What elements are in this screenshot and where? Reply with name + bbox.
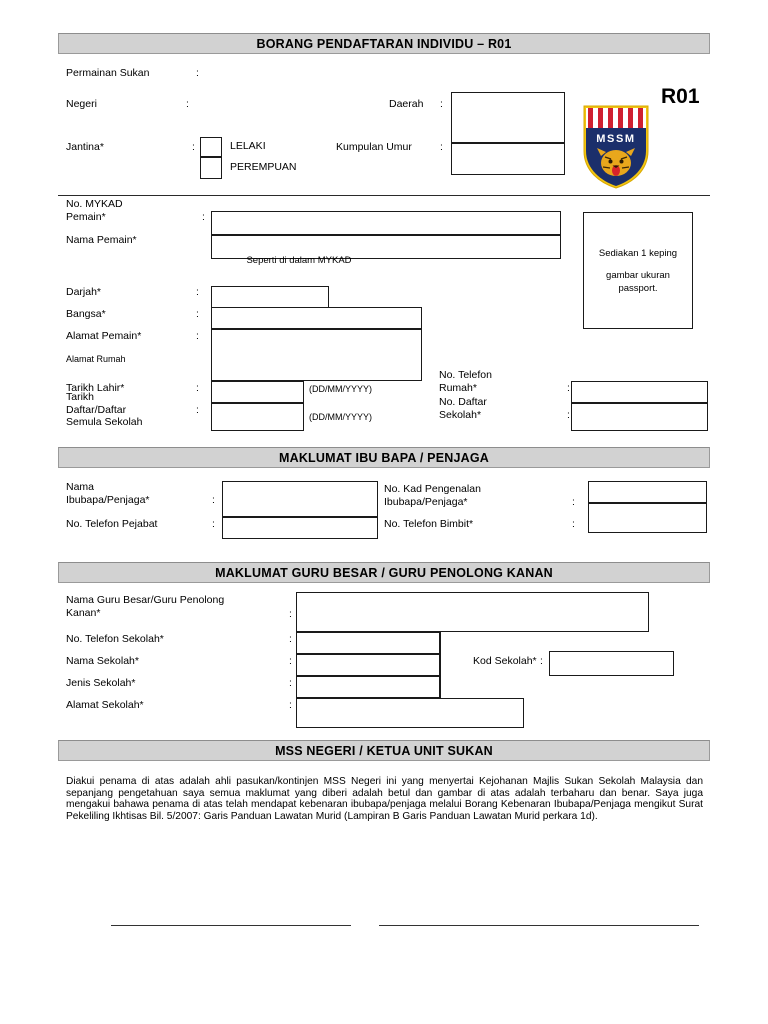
input-no-mykad-pemain[interactable] [211,211,561,235]
label-nama-pemain: Nama Pemain* [66,234,137,246]
hint-tarikh-lahir-format: (DD/MM/YYYY) [309,384,372,394]
input-kumpulan-umur[interactable] [451,143,565,175]
label-no-telefon-pejabat: No. Telefon Pejabat [66,518,158,530]
form-code: R01 [661,85,700,108]
label-nama-ibubapa: Nama Ibubapa/Penjaga* [66,481,150,506]
input-nama-sekolah[interactable] [296,654,440,676]
label-perempuan: PEREMPUAN [230,161,297,173]
colon-no-kad-pengenalan-ibubapa: : [572,496,575,508]
input-no-daftar-sekolah[interactable] [571,403,708,431]
label-tarikh-daftar-sekolah: Tarikh Daftar/Daftar Semula Sekolah [66,391,143,428]
checkbox-lelaki[interactable] [200,137,222,157]
colon-no-telefon-pejabat: : [212,518,215,530]
signature-line-right[interactable] [379,925,699,926]
parent-section-title: MAKLUMAT IBU BAPA / PENJAGA [278,450,490,465]
label-no-mykad-pemain: No. MYKAD Pemain* [66,198,123,223]
school-section-title: MAKLUMAT GURU BESAR / GURU PENOLONG KANA… [215,565,553,580]
label-jenis-sekolah: Jenis Sekolah* [66,677,136,689]
input-no-telefon-pejabat[interactable] [222,517,378,539]
declaration-text: Diakui penama di atas adalah ahli pasuka… [66,776,703,822]
photo-note-line1: Sediakan 1 keping [598,247,678,259]
label-negeri: Negeri [66,98,97,110]
divider-top-section [58,195,710,196]
input-alamat-sekolah[interactable] [296,698,524,728]
input-no-kad-pengenalan-ibubapa[interactable] [588,481,707,503]
colon-no-telefon-rumah: : [567,382,570,394]
colon-tarikh-daftar-sekolah: : [196,404,199,416]
colon-kumpulan-umur: : [440,141,443,153]
label-no-kad-pengenalan-ibubapa: No. Kad Pengenalan Ibubapa/Penjaga* [384,483,481,508]
input-kod-sekolah[interactable] [549,651,674,676]
label-nama-guru-besar: Nama Guru Besar/Guru Penolong Kanan* [66,594,225,619]
photo-placeholder: Sediakan 1 keping gambar ukuran passport… [583,212,693,329]
label-alamat-rumah: Alamat Rumah [66,354,126,364]
input-bangsa[interactable] [211,307,422,329]
colon-no-telefon-sekolah: : [289,633,292,645]
colon-darjah: : [196,286,199,298]
colon-no-telefon-bimbit: : [572,518,575,530]
colon-nama-ibubapa: : [212,494,215,506]
declaration-section-title: MSS NEGERI / KETUA UNIT SUKAN [275,743,493,758]
school-section-band: MAKLUMAT GURU BESAR / GURU PENOLONG KANA… [58,562,710,583]
input-no-telefon-bimbit[interactable] [588,503,707,533]
label-tarikh-lahir: Tarikh Lahir* [66,382,125,394]
input-darjah[interactable] [211,286,329,308]
input-tarikh-lahir[interactable] [211,381,304,403]
label-alamat-pemain: Alamat Pemain* [66,330,142,342]
colon-no-mykad-pemain: : [202,211,205,223]
parent-section-band: MAKLUMAT IBU BAPA / PENJAGA [58,447,710,468]
note-seperti-di-dalam-mykad: Seperti di dalam MYKAD [246,255,352,266]
input-nama-ibubapa[interactable] [222,481,378,517]
divider-school-column [440,632,441,698]
colon-alamat-pemain: : [196,330,199,342]
colon-nama-sekolah: : [289,655,292,667]
input-no-telefon-sekolah[interactable] [296,632,440,654]
page-title: BORANG PENDAFTARAN INDIVIDU – R01 [256,36,512,51]
input-nama-guru-besar[interactable] [296,592,649,632]
colon-nama-guru-besar: : [289,608,292,620]
mssm-logo: MSSM [583,105,649,189]
label-daerah: Daerah [389,98,424,110]
label-darjah: Darjah* [66,286,102,298]
input-no-telefon-rumah[interactable] [571,381,708,403]
colon-permainan-sukan: : [196,67,199,79]
colon-bangsa: : [196,308,199,320]
form-title-band: BORANG PENDAFTARAN INDIVIDU – R01 [58,33,710,54]
label-bangsa: Bangsa* [66,308,106,320]
label-alamat-sekolah: Alamat Sekolah* [66,699,144,711]
colon-alamat-sekolah: : [289,699,292,711]
label-permainan-sukan: Permainan Sukan [66,67,150,79]
label-no-telefon-rumah: No. Telefon Rumah* [439,369,492,394]
input-daerah[interactable] [451,92,565,143]
colon-tarikh-lahir: : [196,382,199,394]
label-kod-sekolah: Kod Sekolah* [473,655,537,667]
colon-negeri: : [186,98,189,110]
declaration-section-band: MSS NEGERI / KETUA UNIT SUKAN [58,740,710,761]
checkbox-perempuan[interactable] [200,157,222,179]
signature-line-left[interactable] [111,925,351,926]
label-kumpulan-umur: Kumpulan Umur [336,141,412,153]
svg-text:MSSM: MSSM [596,133,635,145]
colon-daerah: : [440,98,443,110]
label-jantina: Jantina* [66,141,104,153]
photo-note-line2: gambar ukuran passport. [606,269,670,294]
colon-no-daftar-sekolah: : [567,409,570,421]
input-tarikh-daftar-sekolah[interactable] [211,403,304,431]
label-no-daftar-sekolah: No. Daftar Sekolah* [439,396,487,421]
input-jenis-sekolah[interactable] [296,676,440,698]
label-no-telefon-bimbit: No. Telefon Bimbit* [384,518,474,530]
input-nama-pemain[interactable] [211,235,561,259]
label-lelaki: LELAKI [230,140,266,152]
input-alamat-pemain[interactable] [211,329,422,381]
colon-kod-sekolah: : [540,655,543,667]
colon-jantina: : [192,141,195,153]
label-no-telefon-sekolah: No. Telefon Sekolah* [66,633,164,645]
colon-jenis-sekolah: : [289,677,292,689]
label-nama-sekolah: Nama Sekolah* [66,655,139,667]
hint-tarikh-daftar-format: (DD/MM/YYYY) [309,412,372,422]
